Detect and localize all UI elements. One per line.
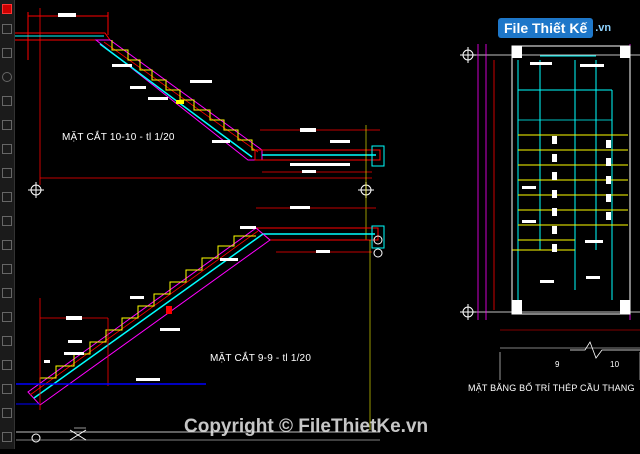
tool-palette [0, 0, 15, 449]
grid-label-10: 10 [610, 360, 620, 369]
fillet-icon[interactable] [2, 384, 12, 394]
section-10-10 [13, 8, 385, 240]
section-10-title: MẶT CẮT 10-10 - tl 1/20 [62, 132, 175, 143]
section-9-title: MẶT CẮT 9-9 - tl 1/20 [210, 353, 312, 364]
app-menu-icon[interactable] [2, 4, 12, 14]
polyline-icon[interactable] [2, 48, 12, 58]
line-icon[interactable] [2, 24, 12, 34]
move-icon[interactable] [2, 216, 12, 226]
offset-icon[interactable] [2, 360, 12, 370]
text-icon[interactable] [2, 168, 12, 178]
rotate-icon[interactable] [2, 264, 12, 274]
site-logo: File Thiết Kế .vn [498, 16, 611, 40]
copy-icon[interactable] [2, 240, 12, 250]
extend-icon[interactable] [2, 336, 12, 346]
section-9-9 [16, 206, 385, 443]
dimension-icon[interactable] [2, 192, 12, 202]
grid-label-9: 9 [555, 360, 560, 369]
logo-domain: .vn [595, 22, 612, 34]
hatch-icon[interactable] [2, 144, 12, 154]
rectangle-icon[interactable] [2, 120, 12, 130]
logo-text: File Thiết Kế [498, 18, 594, 38]
properties-icon[interactable] [2, 432, 12, 442]
layer-icon[interactable] [2, 408, 12, 418]
plan-view [460, 44, 640, 380]
scale-icon[interactable] [2, 288, 12, 298]
trim-icon[interactable] [2, 312, 12, 322]
circle-icon[interactable] [2, 72, 12, 82]
arc-icon[interactable] [2, 96, 12, 106]
copyright-watermark: Copyright © FileThietKe.vn [184, 416, 429, 437]
plan-title: MẶT BẰNG BỐ TRÍ THÉP CẦU THANG [468, 383, 635, 393]
